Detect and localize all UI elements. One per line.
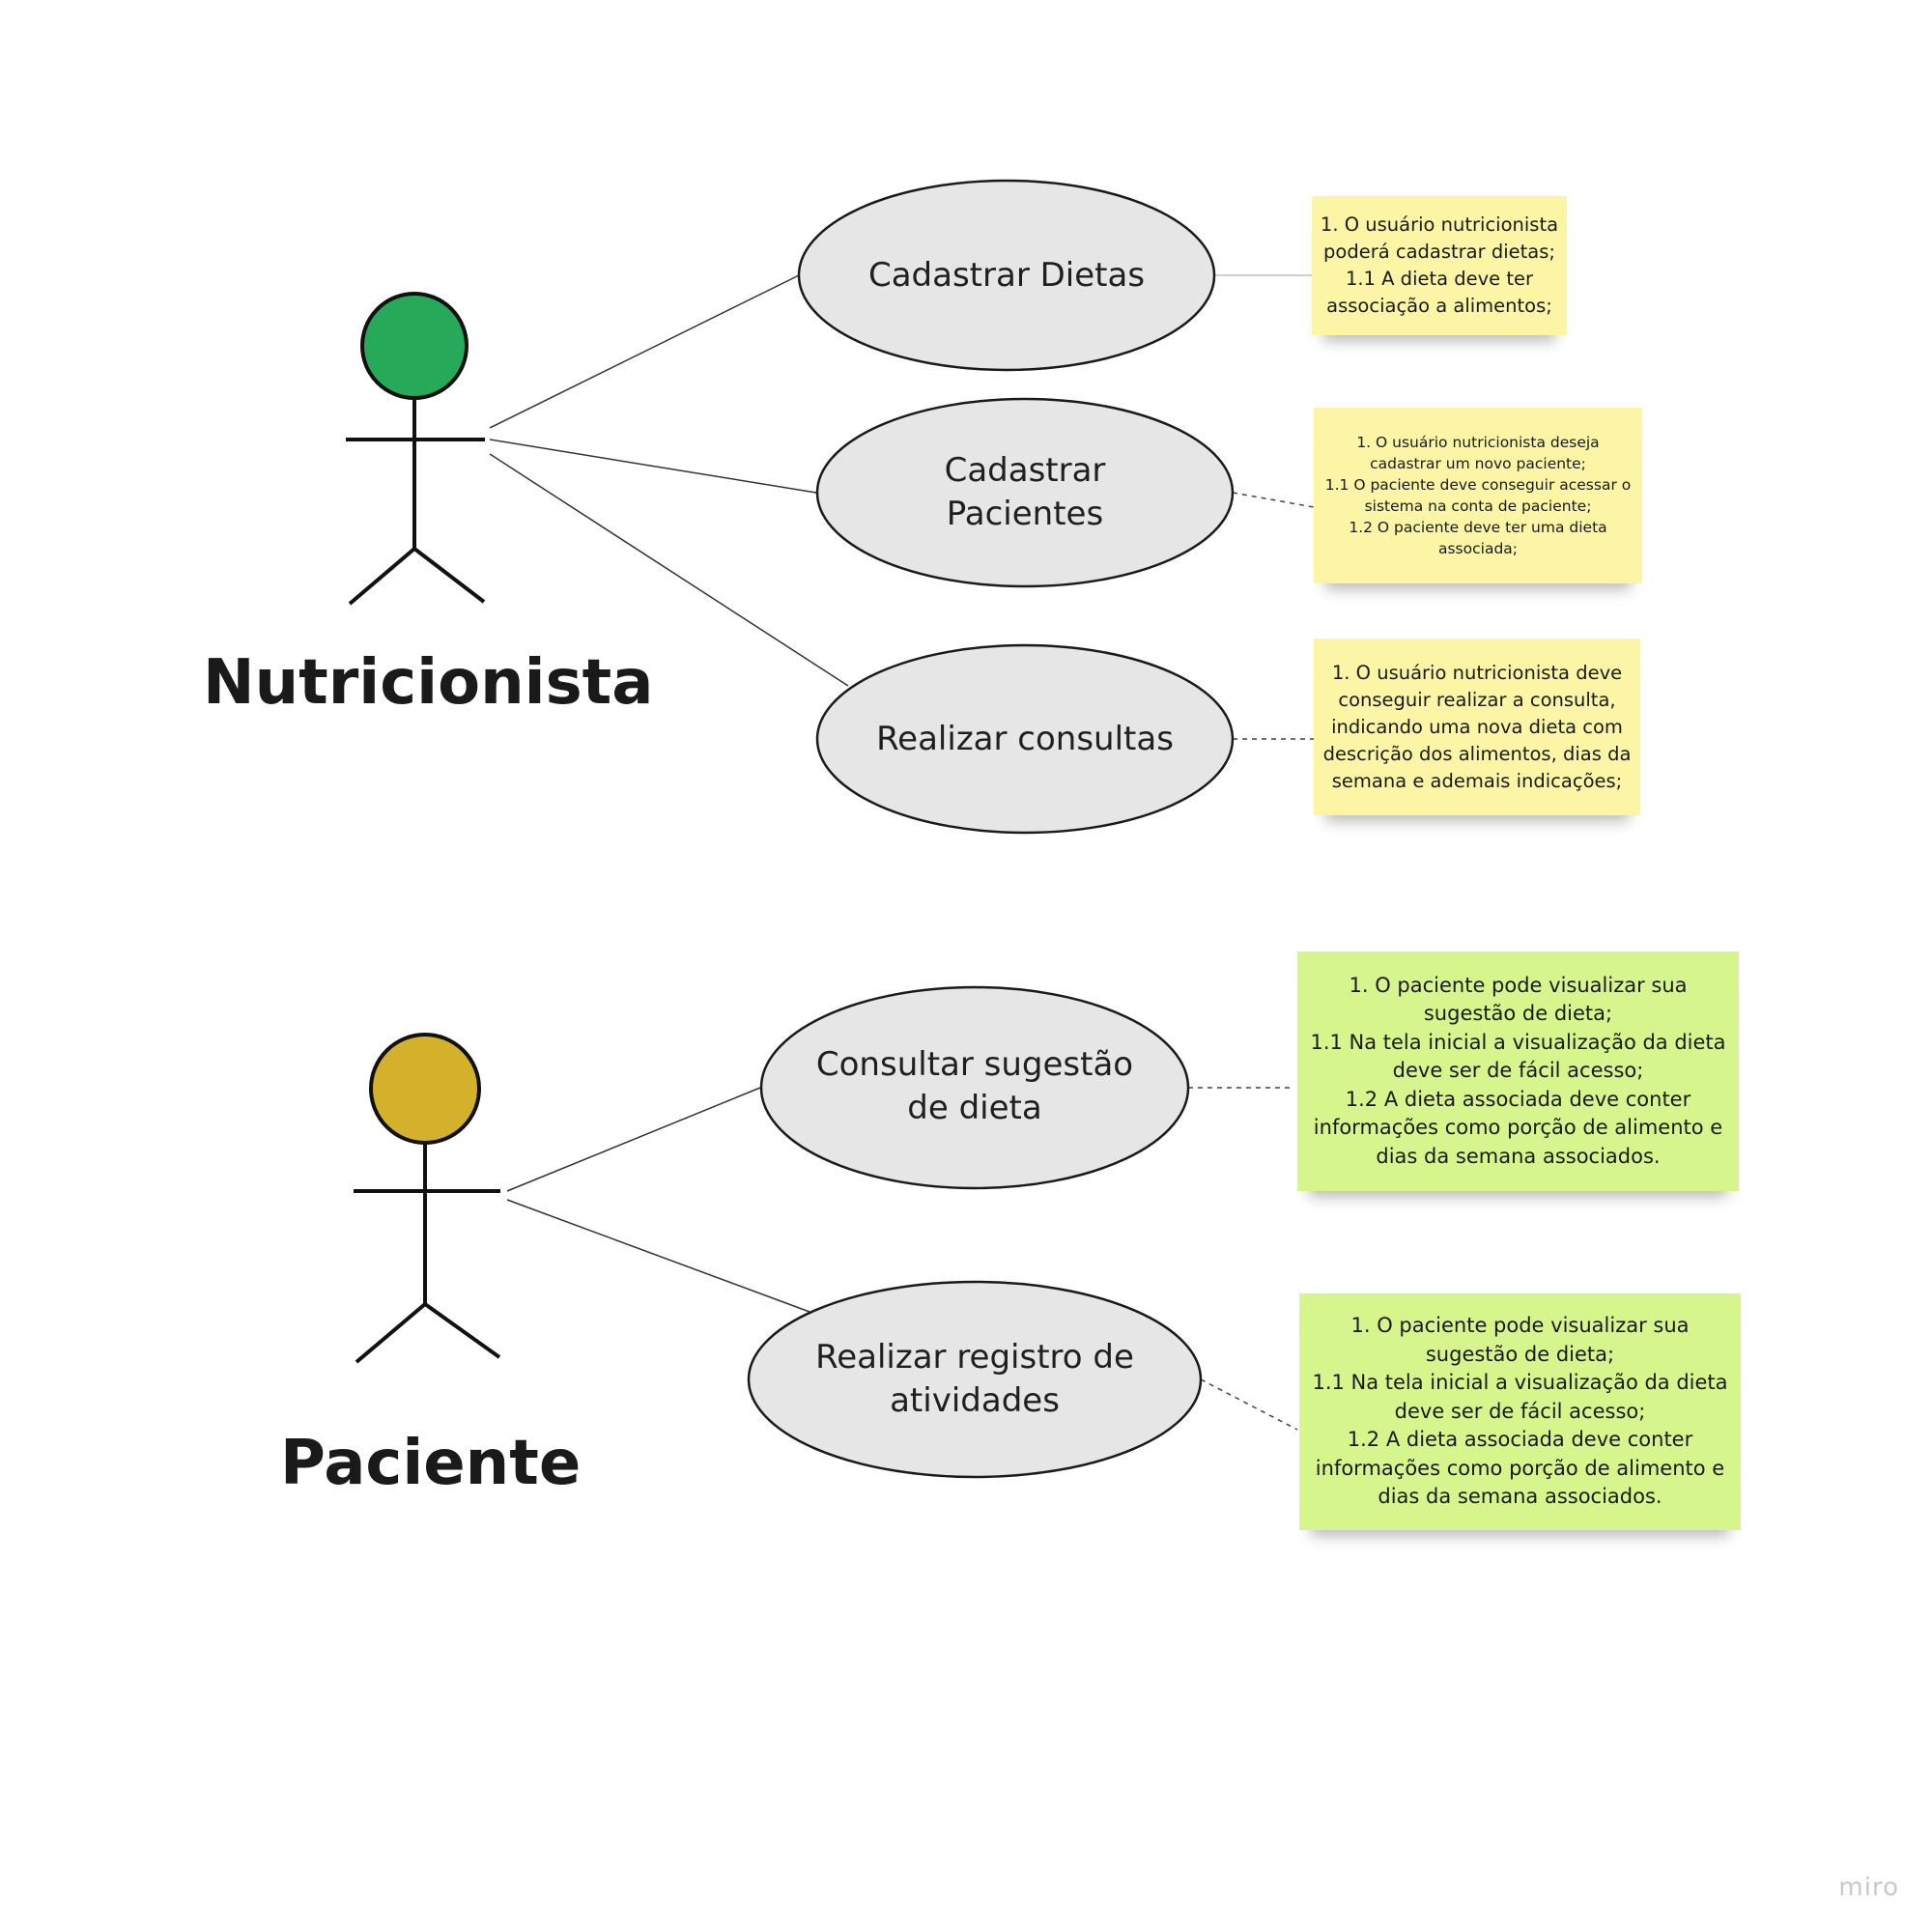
requirement-note-realizar-consultas: 1. O usuário nutricionista deve consegui… xyxy=(1314,639,1640,815)
note-line: poderá cadastrar dietas; xyxy=(1323,241,1555,263)
note-line: 1. O usuário nutricionista deve xyxy=(1331,661,1623,684)
requirement-note-registro-atividades: 1. O paciente pode visualizar sua sugest… xyxy=(1299,1293,1741,1530)
note-line: cadastrar um novo paciente; xyxy=(1370,455,1586,472)
paciente-actor-figure xyxy=(354,1033,501,1364)
association-paciente-consultar-sugestao xyxy=(506,1087,761,1192)
use-case-label-line: Realizar consultas xyxy=(876,719,1174,758)
nutricionista-actor-figure xyxy=(346,292,486,606)
note-line: deve ser de fácil acesso; xyxy=(1392,1059,1644,1083)
note-line: 1.2 A dieta associada deve conter xyxy=(1347,1428,1693,1452)
use-case-registro-atividades: Realizar registro de atividades xyxy=(773,1326,1177,1433)
note-line: sugestão de dieta; xyxy=(1423,1002,1613,1026)
note-line: 1.1 A dieta deve ter xyxy=(1345,268,1534,290)
connector-cadastrar-pacientes-note xyxy=(1232,492,1315,508)
note-line: 1.2 O paciente deve ter uma dieta xyxy=(1349,519,1607,536)
note-line: 1.2 A dieta associada deve conter xyxy=(1345,1087,1691,1111)
use-case-realizar-consultas: Realizar consultas xyxy=(839,696,1210,782)
use-case-label-line: Pacientes xyxy=(946,495,1104,533)
note-line: sistema na conta de paciente; xyxy=(1364,497,1592,515)
note-line: associada; xyxy=(1437,540,1519,557)
note-line: associação a alimentos; xyxy=(1326,295,1552,317)
use-case-label-line: de dieta xyxy=(907,1089,1042,1127)
use-case-label-line: atividades xyxy=(890,1381,1060,1420)
use-case-consultar-sugestao: Consultar sugestão de dieta xyxy=(786,1034,1163,1140)
actor-name-paciente: Paciente xyxy=(280,1428,582,1499)
use-case-ellipse-registro-atividades xyxy=(747,1280,1203,1479)
note-line: conseguir realizar a consulta, xyxy=(1338,688,1616,711)
note-line: 1. O paciente pode visualizar sua xyxy=(1349,973,1688,997)
note-line: indicando uma nova dieta com xyxy=(1331,715,1623,738)
actor-name-nutricionista: Nutricionista xyxy=(203,647,654,719)
use-case-label-line: Realizar registro de xyxy=(815,1338,1134,1377)
association-paciente-registro-atividades xyxy=(506,1199,810,1313)
use-case-ellipse-consultar-sugestao xyxy=(759,985,1190,1190)
use-case-cadastrar-pacientes: Cadastrar Pacientes xyxy=(839,440,1210,546)
note-line: 1.1 O paciente deve conseguir acessar o xyxy=(1324,476,1632,494)
requirement-note-cadastrar-pacientes: 1. O usuário nutricionista deseja cadast… xyxy=(1314,408,1642,583)
paciente-head xyxy=(369,1033,481,1145)
miro-watermark: miro xyxy=(1838,1873,1899,1902)
note-line: dias da semana associados. xyxy=(1378,1485,1662,1509)
note-line: 1. O paciente pode visualizar sua xyxy=(1350,1314,1690,1338)
note-line: 1. O usuário nutricionista xyxy=(1320,213,1559,236)
connector-registro-atividades-note xyxy=(1200,1378,1298,1431)
use-case-ellipse-realizar-consultas xyxy=(815,643,1235,835)
use-case-label-line: Cadastrar xyxy=(944,451,1106,491)
note-line: 1. O usuário nutricionista deseja xyxy=(1356,434,1600,451)
use-case-label-line: Cadastrar Dietas xyxy=(867,255,1146,295)
note-line: sugestão de dieta; xyxy=(1425,1342,1615,1366)
note-line: informações como porção de alimento e xyxy=(1315,1456,1725,1480)
use-case-ellipse-cadastrar-dietas xyxy=(797,179,1216,372)
requirement-note-cadastrar-dietas: 1. O usuário nutricionista poderá cadast… xyxy=(1312,196,1567,335)
association-nutricionista-cadastrar-dietas xyxy=(489,274,800,429)
note-line: informações como porção de alimento e xyxy=(1313,1116,1723,1140)
requirement-note-consultar-sugestao: 1. O paciente pode visualizar sua sugest… xyxy=(1297,951,1739,1191)
use-case-label-line: Consultar sugestão xyxy=(815,1045,1134,1085)
note-line: dias da semana associados. xyxy=(1376,1144,1661,1168)
association-nutricionista-realizar-consultas xyxy=(489,453,849,687)
use-case-cadastrar-dietas: Cadastrar Dietas xyxy=(821,232,1192,319)
note-line: deve ser de fácil acesso; xyxy=(1394,1399,1646,1423)
note-line: descrição dos alimentos, dias da xyxy=(1322,742,1632,765)
association-nutricionista-cadastrar-pacientes xyxy=(489,439,817,494)
note-line: 1.1 Na tela inicial a visualização da di… xyxy=(1312,1371,1728,1395)
nutricionista-head xyxy=(360,292,469,400)
note-line: 1.1 Na tela inicial a visualização da di… xyxy=(1310,1030,1726,1054)
use-case-ellipse-cadastrar-pacientes xyxy=(815,397,1235,588)
note-line: semana e ademais indicações; xyxy=(1331,769,1623,792)
